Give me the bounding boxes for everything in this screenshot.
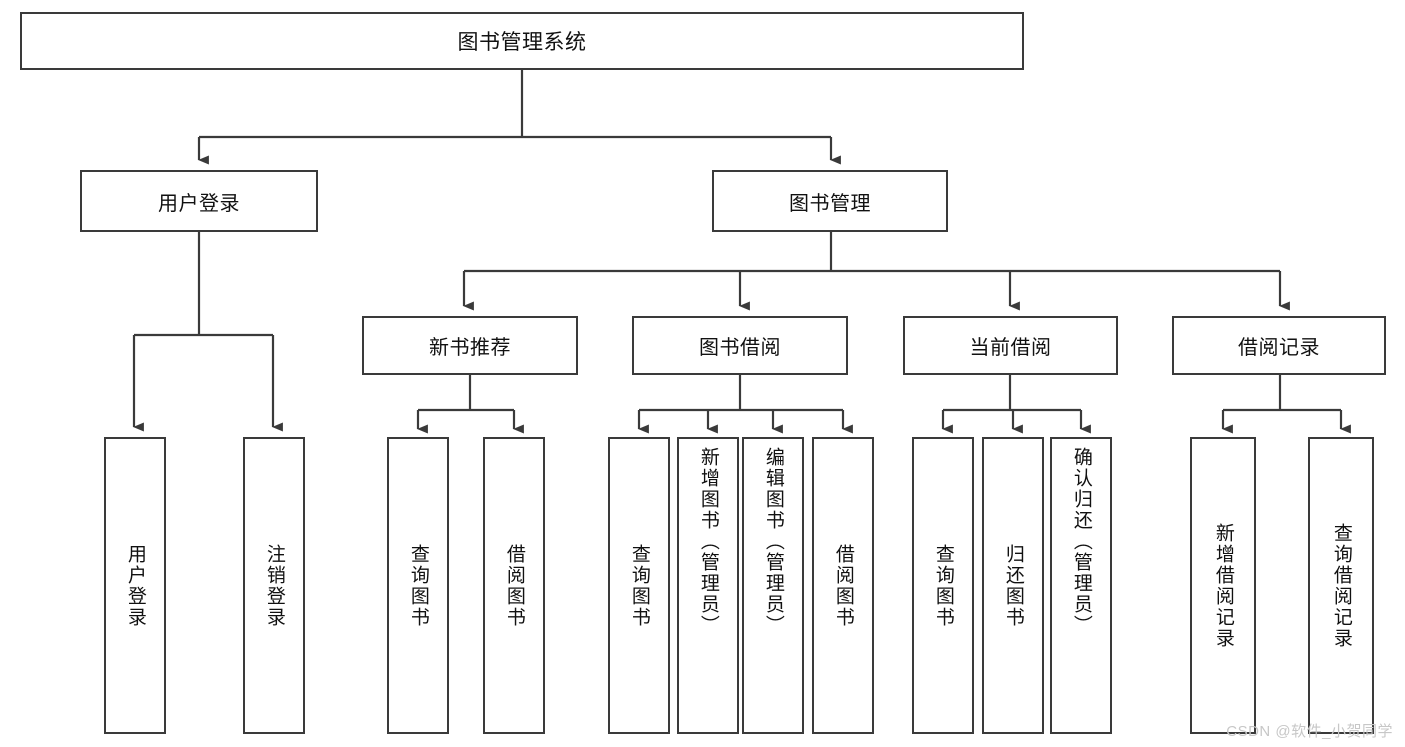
leaf-borrow-book[interactable]: 借阅图书 [812, 437, 874, 734]
node-new-book-recommend-label: 新书推荐 [429, 337, 511, 359]
node-book-borrow[interactable]: 图书借阅 [632, 316, 848, 375]
leaf-current-query-book[interactable]: 查询图书 [912, 437, 974, 734]
leaf-query-borrow-record-label: 查询借阅记录 [1330, 522, 1352, 649]
watermark-text: CSDN @软件_小贺同学 [1226, 723, 1393, 740]
leaf-edit-book-admin[interactable]: 编辑图书（管理员） [742, 437, 804, 734]
leaf-user-login[interactable]: 用户登录 [104, 437, 166, 734]
node-new-book-recommend[interactable]: 新书推荐 [362, 316, 578, 375]
leaf-borrow-book-label: 借阅图书 [832, 543, 854, 628]
leaf-confirm-return-admin-label: 确认归还（管理员） [1070, 447, 1092, 636]
leaf-user-logout-label: 注销登录 [263, 543, 285, 628]
leaf-add-book-admin-label: 新增图书（管理员） [697, 447, 719, 636]
leaf-recommend-borrow-book[interactable]: 借阅图书 [483, 437, 545, 734]
node-user-login-label: 用户登录 [158, 192, 240, 215]
leaf-add-borrow-record-label: 新增借阅记录 [1212, 522, 1234, 649]
node-root[interactable]: 图书管理系统 [20, 12, 1024, 70]
leaf-borrow-query-book[interactable]: 查询图书 [608, 437, 670, 734]
leaf-edit-book-admin-label: 编辑图书（管理员） [762, 447, 784, 636]
leaf-borrow-query-book-label: 查询图书 [628, 543, 650, 628]
leaf-user-login-label: 用户登录 [124, 543, 146, 628]
leaf-user-logout[interactable]: 注销登录 [243, 437, 305, 734]
node-current-borrow-label: 当前借阅 [969, 337, 1052, 359]
node-root-label: 图书管理系统 [457, 31, 587, 54]
node-book-borrow-label: 图书借阅 [699, 337, 781, 359]
leaf-return-book-label: 归还图书 [1002, 543, 1024, 628]
leaf-current-query-book-label: 查询图书 [932, 543, 954, 628]
node-current-borrow[interactable]: 当前借阅 [903, 316, 1118, 375]
node-book-management-label: 图书管理 [789, 192, 871, 215]
leaf-recommend-borrow-book-label: 借阅图书 [503, 543, 525, 628]
leaf-recommend-query-book-label: 查询图书 [407, 543, 429, 628]
leaf-confirm-return-admin[interactable]: 确认归还（管理员） [1050, 437, 1112, 734]
leaf-recommend-query-book[interactable]: 查询图书 [387, 437, 449, 734]
node-borrow-record-label: 借阅记录 [1238, 337, 1320, 359]
leaf-add-book-admin[interactable]: 新增图书（管理员） [677, 437, 739, 734]
leaf-add-borrow-record[interactable]: 新增借阅记录 [1190, 437, 1256, 734]
node-borrow-record[interactable]: 借阅记录 [1172, 316, 1386, 375]
leaf-query-borrow-record[interactable]: 查询借阅记录 [1308, 437, 1374, 734]
node-user-login[interactable]: 用户登录 [80, 170, 318, 232]
leaf-return-book[interactable]: 归还图书 [982, 437, 1044, 734]
node-book-management[interactable]: 图书管理 [712, 170, 948, 232]
